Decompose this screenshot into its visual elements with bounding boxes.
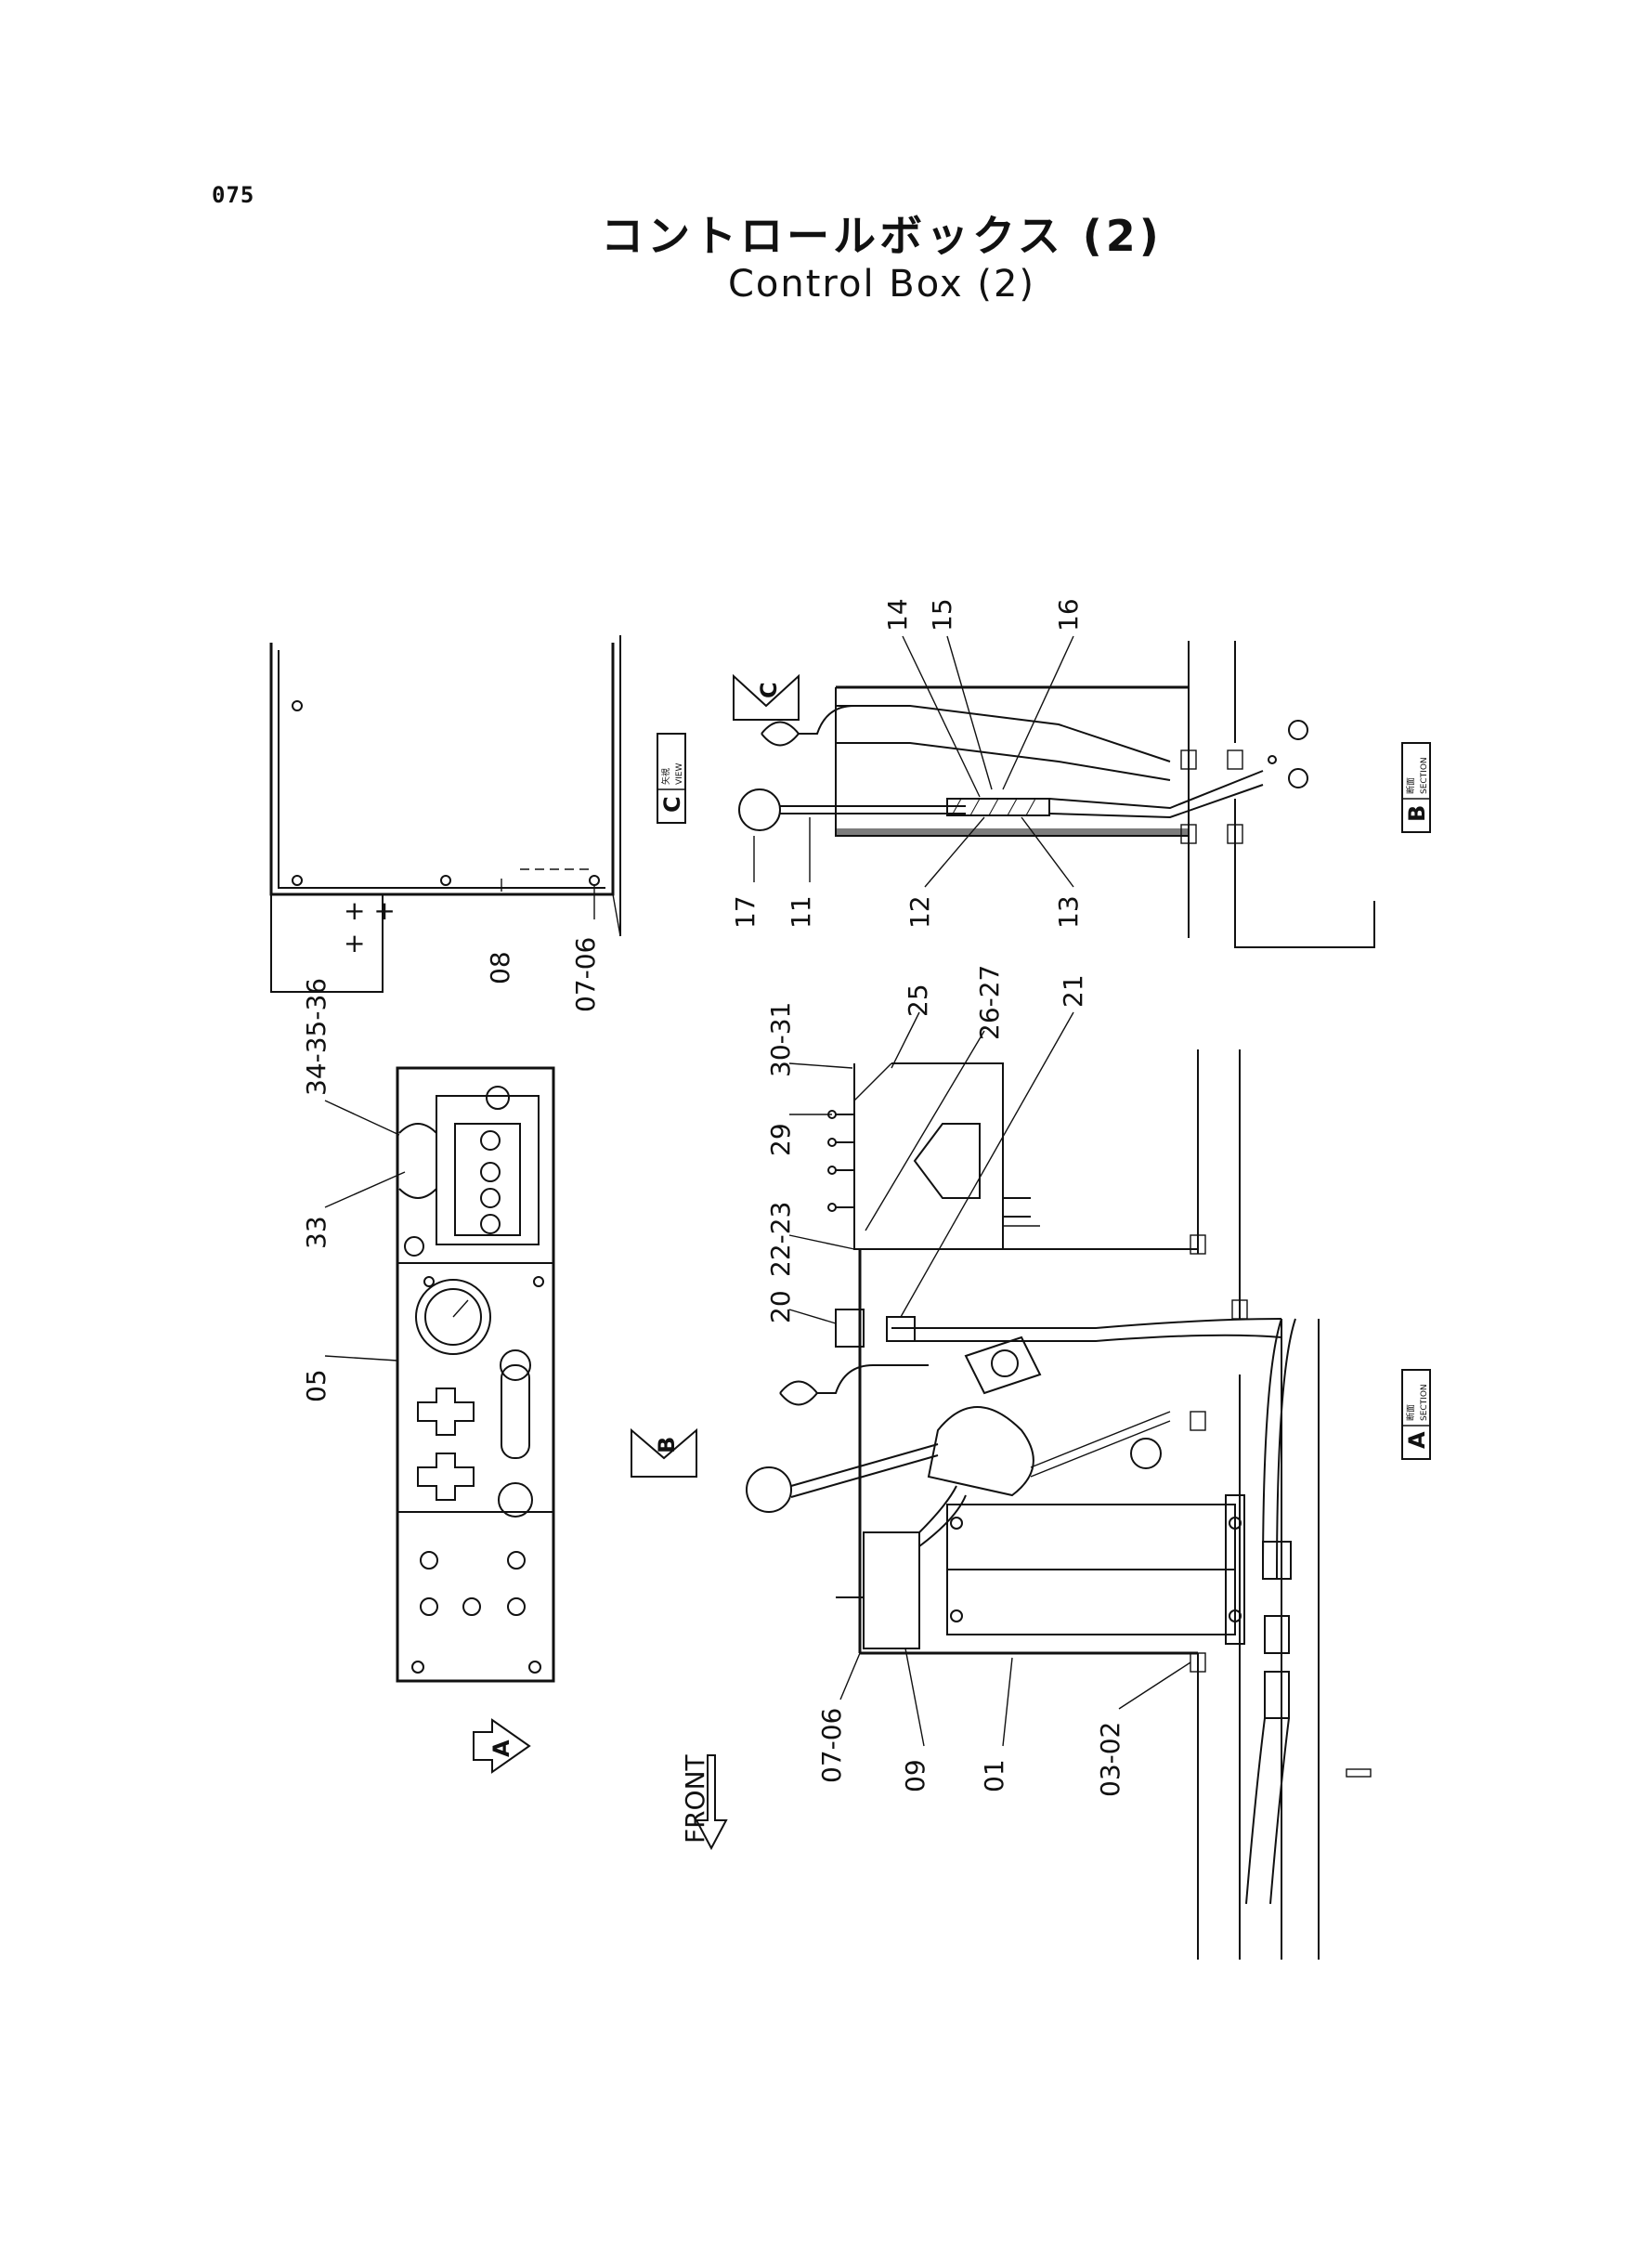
view-c-box (657, 733, 686, 824)
callout-33: 33 (301, 1216, 332, 1249)
view-c-panel: + + + C 矢視 VIEW (269, 635, 686, 993)
arrow-b-letter: B (654, 1437, 680, 1453)
callout-07-06-bottom: 07-06 (816, 1708, 847, 1783)
callout-17: 17 (730, 895, 761, 929)
section-b-drawing: C B 断面 SECTION (733, 641, 1431, 948)
callout-34-35-36: 34-35-36 (301, 978, 332, 1096)
section-a-drawing: A 断面 SECTION (746, 1049, 1431, 1960)
callout-16: 16 (1053, 598, 1084, 632)
callout-09: 09 (900, 1759, 930, 1792)
front-indicator: FRONT (680, 1753, 728, 1851)
section-b-en: SECTION (1420, 757, 1429, 794)
callouts-section-b: 17 11 12 13 14 15 16 (730, 598, 1084, 929)
callout-20: 20 (765, 1290, 796, 1323)
section-a-box (1401, 1369, 1431, 1460)
svg-text:+: + (344, 928, 365, 958)
callout-05: 05 (301, 1369, 332, 1402)
section-a-en: SECTION (1420, 1384, 1429, 1421)
callout-13: 13 (1053, 895, 1084, 929)
arrow-c-letter: C (756, 682, 782, 698)
view-c-en: VIEW (675, 763, 684, 785)
view-c-letter: C (659, 796, 685, 813)
callout-30-31: 30-31 (765, 1002, 796, 1077)
title-english: Control Box (2) (727, 263, 1036, 306)
callout-14: 14 (882, 598, 913, 632)
arrow-b: B (631, 1427, 697, 1478)
callout-08: 08 (485, 951, 515, 984)
section-a-jp: 断面 (1405, 1404, 1416, 1421)
callout-29: 29 (765, 1123, 796, 1156)
callout-21: 21 (1058, 974, 1088, 1008)
callout-26-27: 26-27 (974, 965, 1005, 1040)
section-b-jp: 断面 (1405, 777, 1416, 794)
callout-25: 25 (903, 984, 933, 1017)
front-label: FRONT (680, 1753, 710, 1844)
callout-15: 15 (927, 598, 957, 632)
callout-03-02: 03-02 (1095, 1722, 1125, 1797)
section-b-letter: B (1404, 805, 1430, 822)
callout-12: 12 (904, 895, 935, 929)
callout-11: 11 (786, 895, 816, 929)
callouts-view-c: 08 07-06 (485, 879, 601, 1012)
view-c-jp: 矢視 (660, 768, 671, 785)
page-number: 075 (212, 182, 255, 208)
view-a-panel: A (396, 1066, 555, 1774)
arrow-a-letter: A (488, 1739, 514, 1757)
callout-07-06-top: 07-06 (570, 937, 601, 1012)
section-b-box (1401, 742, 1431, 833)
svg-text:+ +: + + (344, 895, 396, 926)
callout-22-23: 22-23 (765, 1202, 796, 1277)
callout-01: 01 (979, 1759, 1009, 1792)
title-japanese: コントロールボックス (2) (601, 211, 1163, 261)
callouts-view-a: 34-35-36 33 05 (301, 978, 406, 1402)
callouts-section-a: 25 26-27 21 30-31 29 22-23 20 07-06 09 0… (765, 965, 1191, 1797)
section-a-letter: A (1404, 1431, 1430, 1449)
